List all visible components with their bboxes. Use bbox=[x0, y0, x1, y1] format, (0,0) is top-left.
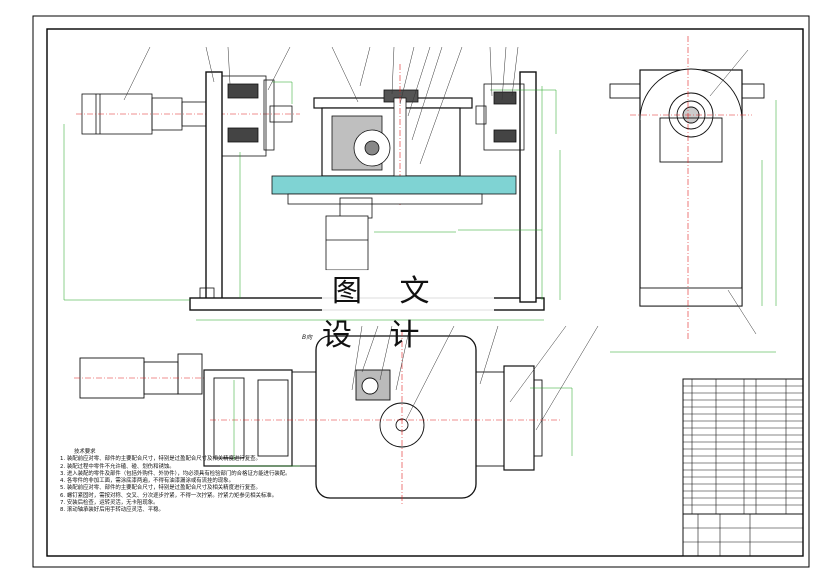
notes-title: 技术要求 bbox=[74, 449, 96, 455]
inner-frame bbox=[46, 28, 804, 557]
output-flange bbox=[379, 402, 425, 448]
watermark: 图 文 设 计 bbox=[322, 270, 494, 353]
view-caption: B向 bbox=[302, 334, 313, 341]
right-post bbox=[519, 71, 537, 303]
note-line: 7. 安装后检查，运转灵活，无卡阻现象。 bbox=[60, 500, 159, 507]
note-line: 5. 装配前应对零、部件的主要配合尺寸，特别是过盈配合尺寸及相关精度进行复查。 bbox=[60, 485, 261, 492]
side-view bbox=[609, 36, 777, 353]
note-line: 6. 螺钉紧固时，需按对称、交叉、分次逐步拧紧，不得一次拧紧。拧紧力矩参见相关标… bbox=[60, 492, 278, 499]
outer-frame bbox=[32, 15, 810, 568]
left-post bbox=[205, 71, 223, 303]
note-line: 2. 装配过程中零件不允许磕、碰、划伤和锈蚀。 bbox=[60, 463, 175, 470]
mounting-plate bbox=[271, 175, 517, 195]
note-line: 1. 装配前应对零、部件的主要配合尺寸，特别是过盈配合尺寸及相关精度进行复查。 bbox=[60, 456, 261, 463]
note-line: 8. 滚动轴承装好后用手转动应灵活、平稳。 bbox=[60, 507, 164, 514]
lower-motor bbox=[325, 215, 369, 271]
note-line: 3. 进入装配的零件及部件（包括外购件、外协件），均必须具有检验部门的合格证方能… bbox=[60, 470, 291, 477]
top-view bbox=[74, 325, 599, 505]
title-block bbox=[682, 378, 804, 557]
technical-requirements: 技术要求 1. 装配前应对零、部件的主要配合尺寸，特别是过盈配合尺寸及相关精度进… bbox=[60, 449, 291, 515]
note-line: 4. 各零件的非加工面，需涂底漆两遍，不得有油漆漏涂或有流挂的现象。 bbox=[60, 478, 234, 485]
